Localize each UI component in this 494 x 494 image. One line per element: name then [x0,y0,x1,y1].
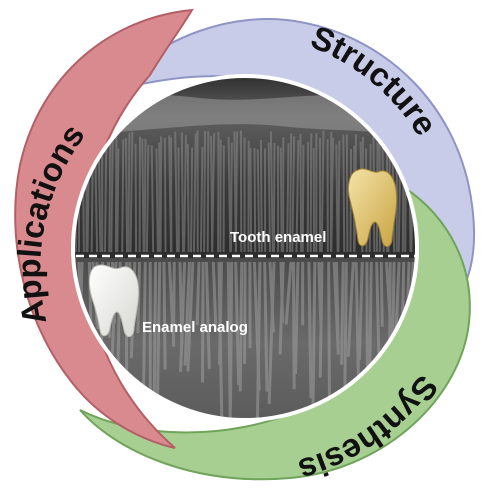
analog-rod [136,261,142,334]
analog-rod [307,261,313,399]
analog-rod [379,261,384,327]
analog-rod [291,261,296,390]
enamel-rod [291,136,296,253]
enamel-analog-label: Enamel analog [142,319,248,336]
enamel-rod [192,133,197,253]
tooth-enamel-label: Tooth enamel [230,229,326,246]
enamel-rod [129,131,134,253]
enamel-rod [121,139,125,253]
analog-rod [179,261,187,372]
analog-rod [238,261,244,392]
enamel-rod [267,142,271,253]
enamel-rod [286,143,290,253]
analog-rod [311,261,317,420]
analog-rod [204,261,211,370]
analog-rod [186,261,195,372]
analog-rod [263,261,269,392]
analog-rod [357,261,364,361]
enamel-rod [259,139,263,253]
enamel-rod [150,145,155,253]
enamel-rod [234,131,239,253]
enamel-rod [163,137,167,253]
enamel-rod [110,136,114,253]
analog-rod [183,261,191,366]
enamel-rod [190,147,194,253]
analog-rod [284,261,293,325]
enamel-rod [186,144,190,253]
synthetic-tooth-icon [88,264,139,337]
analog-rod [278,261,285,355]
enamel-rod [159,136,163,253]
enamel-rod [269,131,274,253]
enamel-rod [256,149,261,253]
analog-rod [195,261,201,326]
enamel-rod [155,148,159,253]
analog-rod [211,261,218,332]
enamel-rod [249,147,253,253]
enamel-rod [127,132,131,253]
enamel-rod [125,138,129,253]
analog-rod [201,261,205,383]
analog-rod [162,261,167,370]
enamel-rod [345,134,349,253]
analog-rod [243,261,247,364]
enamel-rod [320,130,325,253]
enamel-rod [116,148,120,253]
applications-segment [14,8,194,449]
enamel-rod [174,131,179,253]
analog-rod [267,261,276,405]
enamel-rod [335,144,339,253]
enamel-rod [211,133,216,253]
natural-tooth-icon [347,168,397,247]
analog-rod [340,261,345,365]
enamel-rod [229,142,233,253]
enamel-rod [206,131,210,253]
enamel-rod [203,131,206,253]
analog-rod [293,261,300,375]
enamel-rod [288,133,293,253]
enamel-rod [145,144,150,253]
enamel-rod [342,134,346,253]
enamel-rod [301,144,305,253]
analog-rod [171,261,176,347]
enamel-rod [134,143,138,253]
enamel-rod [180,132,185,253]
enamel-rod [141,138,145,253]
analog-rod [255,261,262,420]
analog-rod [152,261,158,404]
enamel-rod [309,133,313,253]
enamel-rod [227,136,232,253]
enamel-rod [143,138,147,253]
enamel-rod [295,140,300,253]
enamel-rod [199,146,204,253]
enamel-rod [330,137,335,253]
analog-rod [155,261,162,408]
analog-rod [234,261,241,386]
analog-rod [318,261,324,378]
analog-rod [335,261,340,355]
enamel-rod [299,133,303,253]
enamel-rod [104,135,108,253]
enamel-rod [108,138,112,253]
enamel-rod [253,148,257,253]
analog-rod [346,261,355,357]
analog-rod [218,261,223,365]
analog-rod [228,261,234,409]
enamel-rod [114,137,118,253]
enamel-rod [279,147,283,253]
analog-rod [327,261,332,407]
enamel-rod [337,140,341,253]
enamel-rod [183,135,187,253]
